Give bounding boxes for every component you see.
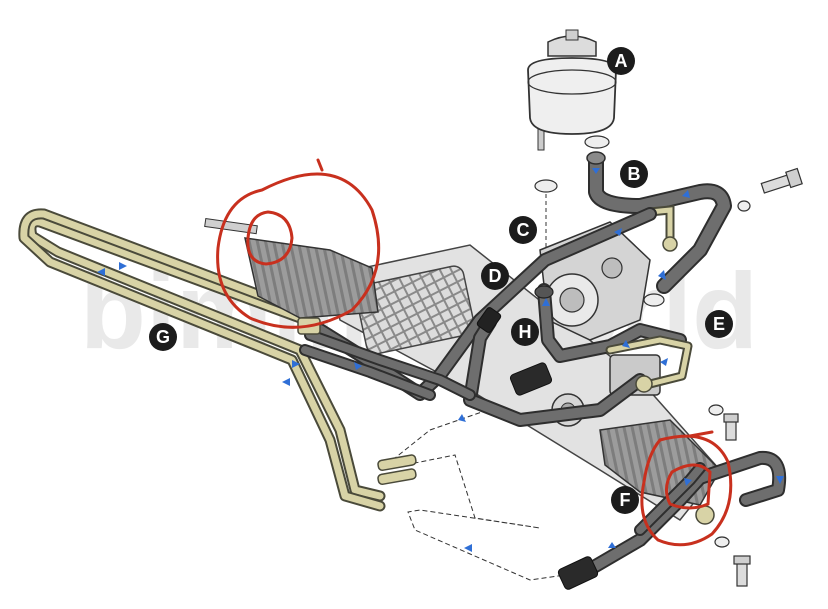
pump-feed-line: [645, 205, 678, 252]
label-e: E: [713, 314, 725, 334]
label-badge-a: A: [607, 47, 635, 75]
lower-hose-f: [557, 450, 787, 590]
label-badge-b: B: [620, 160, 648, 188]
cooler-line-g: [18, 208, 417, 512]
label-badge-c: C: [509, 216, 537, 244]
label-h: H: [519, 322, 532, 342]
red-markup: [216, 158, 733, 547]
pressure-hose-d: [463, 307, 647, 427]
rack-feed-hoses: [297, 317, 476, 401]
label-badge-e: E: [705, 310, 733, 338]
pressure-hose-h: [509, 283, 687, 396]
flow-arrows: [97, 168, 784, 552]
label-badge-g: G: [149, 323, 177, 351]
label-g: G: [156, 327, 170, 347]
label-b: B: [628, 164, 641, 184]
label-badge-h: H: [511, 318, 539, 346]
fasteners: [708, 167, 803, 587]
supply-hose-b: [586, 151, 732, 307]
pressure-line-e: [605, 335, 693, 393]
label-f: F: [620, 490, 631, 510]
label-d: D: [489, 266, 502, 286]
label-badge-f: F: [611, 486, 639, 514]
label-c: C: [517, 220, 530, 240]
label-a: A: [615, 51, 628, 71]
fluid-reservoir-a: [527, 29, 617, 151]
label-badge-d: D: [481, 262, 509, 290]
